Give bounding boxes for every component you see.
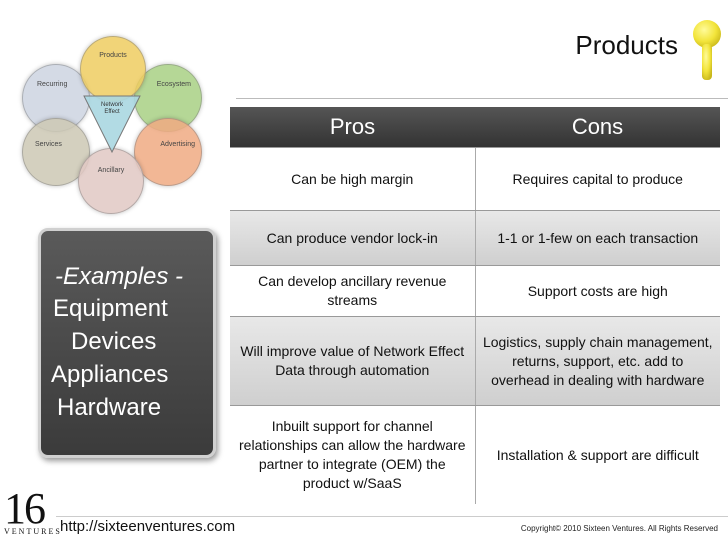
petal-label: Products	[99, 52, 127, 59]
con-cell: Support costs are high	[527, 282, 668, 299]
petal-label: Ecosystem	[156, 81, 191, 88]
pro-cell: Can develop ancillary revenue streams	[230, 266, 476, 316]
table-row: Can produce vendor lock-in 1-1 or 1-few …	[230, 210, 720, 265]
footer-divider	[56, 516, 728, 517]
petal-products: Products	[80, 36, 146, 102]
pro-cell: Can produce vendor lock-in	[230, 211, 476, 265]
petal-label: Ancillary	[97, 167, 125, 174]
pros-cons-table: Pros Cons Can be high margin Requires ca…	[230, 107, 720, 504]
push-pin-icon	[693, 20, 721, 80]
examples-title: -Examples -	[55, 263, 184, 290]
petal-label: Services	[35, 141, 62, 148]
copyright-notice: Copyright© 2010 Sixteen Ventures. All Ri…	[520, 524, 718, 533]
pro-cell: Can be high margin	[230, 148, 476, 210]
con-cell: 1-1 or 1-few on each transaction	[497, 229, 699, 246]
network-effect-label: Network Effect	[92, 102, 132, 116]
table-header: Pros Cons	[230, 107, 720, 147]
cons-header: Cons	[571, 114, 624, 139]
example-item: Equipment	[53, 295, 168, 322]
table-row: Will improve value of Network Effect Dat…	[230, 316, 720, 405]
example-item: Hardware	[57, 394, 162, 421]
con-cell: Installation & support are difficult	[496, 446, 699, 463]
petal-label: Recurring	[37, 81, 68, 88]
pro-cell: Inbuilt support for channel relationship…	[230, 406, 476, 504]
examples-box: -Examples - Equipment Devices Appliances…	[38, 228, 216, 458]
petal-ancillary: Ancillary	[78, 148, 144, 214]
header-divider	[236, 98, 728, 99]
network-label-line2: Effect	[104, 109, 120, 115]
table-row: Inbuilt support for channel relationship…	[230, 405, 720, 504]
example-item: Appliances	[51, 361, 169, 388]
con-cell: Logistics, supply chain management, retu…	[482, 333, 713, 388]
logo-number: 16	[4, 484, 46, 533]
table-row: Can be high margin Requires capital to p…	[230, 147, 720, 210]
logo-wordmark: VENTURES	[4, 527, 62, 536]
network-effect-triangle	[83, 95, 141, 154]
petal-advertising: Advertising	[134, 118, 202, 186]
network-label-line1: Network	[100, 102, 123, 108]
business-model-diagram: Recurring Ecosystem Services Advertising…	[22, 36, 202, 216]
website-link[interactable]: http://sixteenventures.com	[60, 518, 236, 535]
slide-title: Products	[575, 30, 678, 60]
petal-label: Advertising	[160, 141, 195, 148]
table-row: Can develop ancillary revenue streams Su…	[230, 265, 720, 316]
pros-header: Pros	[329, 114, 376, 139]
pro-cell: Will improve value of Network Effect Dat…	[230, 317, 476, 405]
example-item: Devices	[71, 328, 157, 355]
con-cell: Requires capital to produce	[512, 170, 683, 187]
